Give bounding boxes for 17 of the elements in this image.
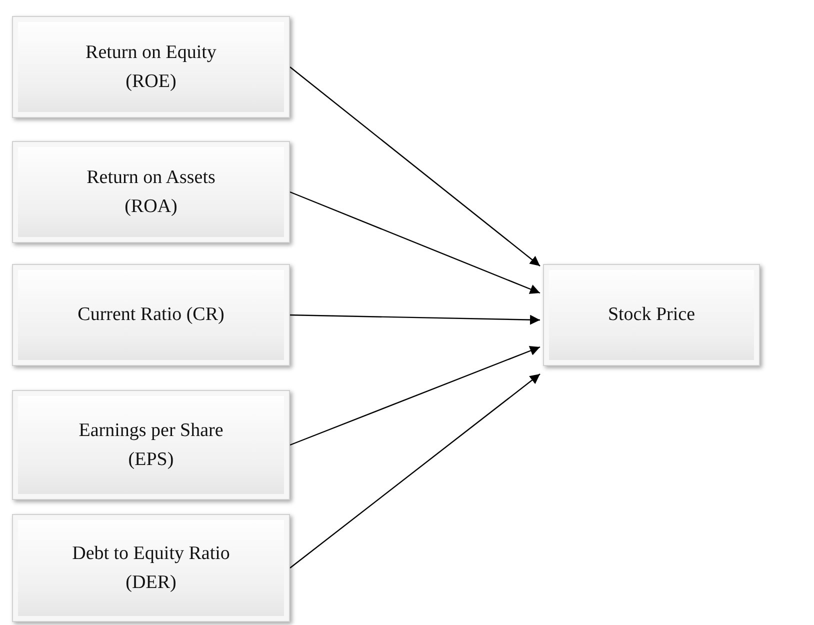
process-box	[12, 264, 290, 366]
box-label: Return on Assets (ROA)	[86, 166, 216, 219]
process-box	[12, 141, 290, 243]
arrow	[290, 314, 540, 325]
arrow	[290, 374, 540, 568]
box-label: Stock Price	[606, 303, 696, 328]
box-label: Current Ratio (CR)	[76, 303, 226, 328]
box-label: Return on Equity (ROE)	[84, 40, 218, 94]
process-box	[12, 390, 290, 500]
box-label: Debt to Equity Ratio (DER)	[71, 542, 231, 595]
arrow	[290, 346, 540, 446]
process-box	[12, 16, 290, 118]
box-label: Earnings per Share (EPS)	[78, 418, 224, 472]
process-box	[543, 264, 760, 366]
arrow	[290, 66, 540, 266]
process-box	[12, 514, 290, 622]
arrow	[290, 191, 540, 294]
